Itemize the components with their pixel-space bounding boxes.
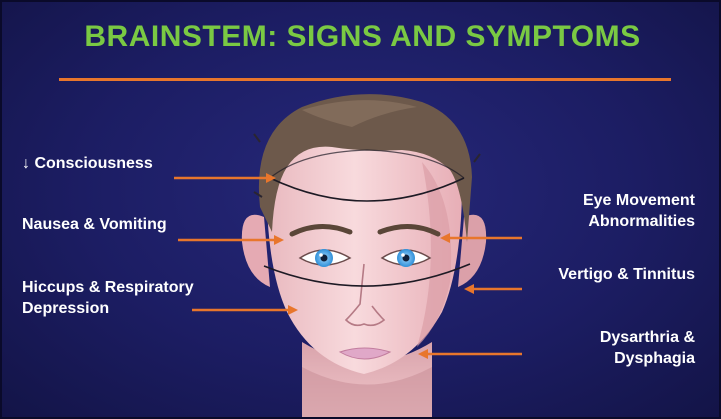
label-hiccups-line1: Hiccups & Respiratory [22, 277, 194, 298]
label-dysarthria-line1: Dysarthria & [600, 327, 695, 348]
label-eye-line1: Eye Movement [583, 190, 695, 211]
right-ear [458, 215, 486, 287]
arrow-vertigo [464, 284, 522, 294]
arrow-nausea [178, 235, 284, 245]
arrow-dysarthria [418, 349, 522, 359]
label-nausea: Nausea & Vomiting [22, 214, 167, 235]
label-hiccups: Hiccups & Respiratory Depression [22, 277, 194, 319]
label-dysarthria-line2: Dysphagia [600, 348, 695, 369]
arrow-hiccups [192, 305, 298, 315]
label-eye-line2: Abnormalities [583, 211, 695, 232]
label-dysarthria: Dysarthria & Dysphagia [600, 327, 695, 369]
label-hiccups-line2: Depression [22, 298, 194, 319]
label-vertigo: Vertigo & Tinnitus [558, 264, 695, 285]
label-consciousness: ↓ Consciousness [22, 153, 153, 174]
label-eye-movement: Eye Movement Abnormalities [583, 190, 695, 232]
left-ear [242, 215, 270, 287]
label-consciousness-text: Consciousness [34, 155, 152, 172]
down-arrow-icon: ↓ [22, 155, 30, 172]
